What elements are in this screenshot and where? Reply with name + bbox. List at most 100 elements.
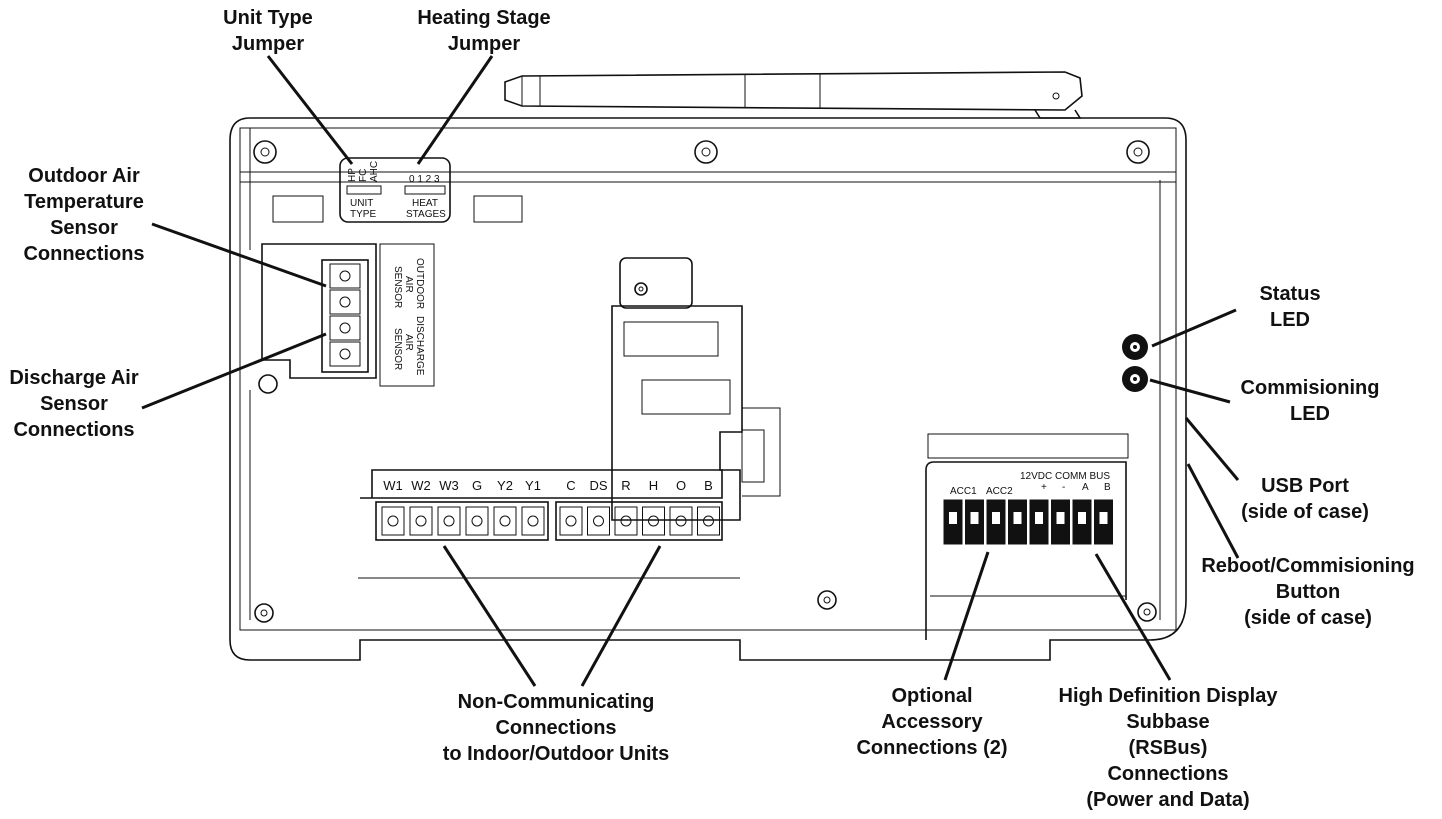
push-terminal[interactable] [1029, 499, 1049, 545]
svg-text:Connections: Connections [23, 243, 144, 265]
sensor-terminal[interactable] [329, 341, 361, 367]
svg-text:(side of case): (side of case) [1241, 501, 1369, 523]
push-terminal[interactable] [1094, 499, 1113, 545]
sensor-terminal[interactable] [329, 263, 361, 289]
terminal-label: B [704, 478, 713, 493]
heat-stage-jumper-header[interactable] [404, 185, 446, 195]
callout-outdoor-air-sensor: Outdoor Air Temperature Sensor Connectio… [23, 165, 144, 265]
rsbus-area: 12VDC COMM BUS ACC1 ACC2 + - A B [925, 433, 1129, 640]
unit-type-option-fc: FC [358, 169, 369, 182]
case-outline [229, 117, 1187, 661]
terminal-label: W3 [439, 478, 459, 493]
leader-lines [141, 55, 1240, 687]
svg-text:LED: LED [1270, 309, 1310, 331]
sensor-terminal[interactable] [329, 289, 361, 315]
svg-text:(RSBus): (RSBus) [1129, 737, 1208, 759]
unit-type-option-hp: HP [347, 168, 358, 182]
svg-text:Unit Type: Unit Type [223, 7, 313, 29]
svg-text:Discharge Air: Discharge Air [9, 367, 139, 389]
terminal-label: G [472, 478, 482, 493]
push-terminal[interactable] [1008, 499, 1027, 545]
svg-text:USB Port: USB Port [1261, 475, 1349, 497]
svg-text:Heating Stage: Heating Stage [417, 7, 550, 29]
screw-terminal[interactable] [697, 506, 720, 536]
svg-text:to Indoor/Outdoor Units: to Indoor/Outdoor Units [443, 743, 670, 765]
outdoor-sensor-label-1: OUTDOOR [414, 258, 425, 309]
terminal-label: O [676, 478, 686, 493]
outdoor-sensor-label-2: AIR [403, 276, 414, 293]
jumper-panel: HP FC AHC UNIT TYPE 0 1 2 3 HEAT STAGES [339, 157, 451, 223]
heat-stage-label-2: STAGES [406, 209, 446, 220]
svg-text:Temperature: Temperature [24, 191, 144, 213]
screw-bottom-center-icon [817, 590, 837, 610]
svg-text:Optional: Optional [891, 685, 972, 707]
push-terminal[interactable] [986, 499, 1006, 545]
svg-text:Sensor: Sensor [50, 217, 118, 239]
sensor-terminal-block: OUTDOOR AIR SENSOR DISCHARGE AIR SENSOR [261, 243, 435, 387]
sensor-terminal[interactable] [329, 315, 361, 341]
discharge-sensor-label-3: SENSOR [392, 328, 403, 370]
push-terminal[interactable] [943, 499, 963, 545]
screw-bottom-left-icon [254, 603, 274, 623]
acc2-label: ACC2 [986, 486, 1013, 497]
callout-heating-stage: Heating Stage Jumper [417, 7, 550, 55]
callout-status-led: Status LED [1259, 283, 1320, 331]
screw-terminal[interactable] [409, 506, 433, 536]
screw-terminal[interactable] [493, 506, 517, 536]
svg-text:Reboot/Commisioning: Reboot/Commisioning [1201, 555, 1414, 577]
screw-top-left-icon [253, 140, 277, 164]
screw-terminal[interactable] [587, 506, 610, 536]
rsbus-a: A [1082, 482, 1089, 493]
svg-text:Connections: Connections [13, 419, 134, 441]
outdoor-sensor-label-3: SENSOR [392, 266, 403, 308]
screw-terminal[interactable] [381, 506, 405, 536]
svg-text:Connections: Connections [1107, 763, 1228, 785]
screw-terminal[interactable] [465, 506, 489, 536]
callout-non-communicating: Non-Communicating Connections to Indoor/… [443, 691, 670, 765]
rsbus-header: 12VDC COMM BUS [1020, 471, 1110, 482]
svg-text:LED: LED [1290, 403, 1330, 425]
svg-text:Connections: Connections [495, 717, 616, 739]
screw-terminal[interactable] [642, 506, 665, 536]
svg-text:Accessory: Accessory [881, 711, 983, 733]
callout-usb-port: USB Port (side of case) [1241, 475, 1369, 523]
callout-commissioning-led: Commisioning LED [1241, 377, 1380, 425]
terminal-label: W2 [411, 478, 431, 493]
unit-type-option-ahc: AHC [369, 161, 380, 182]
unit-type-jumper-header[interactable] [346, 185, 382, 195]
screw-terminal[interactable] [559, 506, 583, 536]
screw-terminal[interactable] [437, 506, 461, 536]
push-terminal[interactable] [1051, 499, 1070, 545]
callout-discharge-air-sensor: Discharge Air Sensor Connections [9, 367, 139, 441]
screw-terminal[interactable] [521, 506, 545, 536]
terminal-label: C [566, 478, 575, 493]
svg-text:Button: Button [1276, 581, 1340, 603]
rsbus-minus: - [1062, 482, 1065, 493]
rsbus-b: B [1104, 482, 1111, 493]
svg-text:(side of case): (side of case) [1244, 607, 1372, 629]
discharge-sensor-label-2: AIR [403, 334, 414, 351]
unit-type-label-2: TYPE [350, 209, 376, 220]
svg-text:High Definition Display: High Definition Display [1059, 685, 1279, 707]
screw-top-right-icon [1126, 140, 1150, 164]
svg-text:Jumper: Jumper [232, 33, 304, 55]
svg-text:Jumper: Jumper [448, 33, 520, 55]
push-terminal[interactable] [1072, 499, 1092, 545]
push-terminal[interactable] [965, 499, 984, 545]
acc1-label: ACC1 [950, 486, 977, 497]
commissioning-led-icon [1122, 366, 1148, 392]
screw-terminal[interactable] [614, 506, 638, 536]
screw-sensor-icon [258, 374, 278, 394]
svg-text:Non-Communicating: Non-Communicating [458, 691, 655, 713]
screw-top-center-icon [694, 140, 718, 164]
status-led-icon [1122, 334, 1148, 360]
screw-terminal[interactable] [669, 506, 693, 536]
svg-text:Connections (2): Connections (2) [856, 737, 1007, 759]
terminal-label: Y2 [497, 478, 513, 493]
discharge-sensor-label-1: DISCHARGE [414, 316, 425, 376]
terminal-label: H [649, 478, 658, 493]
heat-stage-label-1: HEAT [412, 198, 438, 209]
center-block [611, 257, 781, 521]
screw-bottom-right-icon [1137, 602, 1157, 622]
